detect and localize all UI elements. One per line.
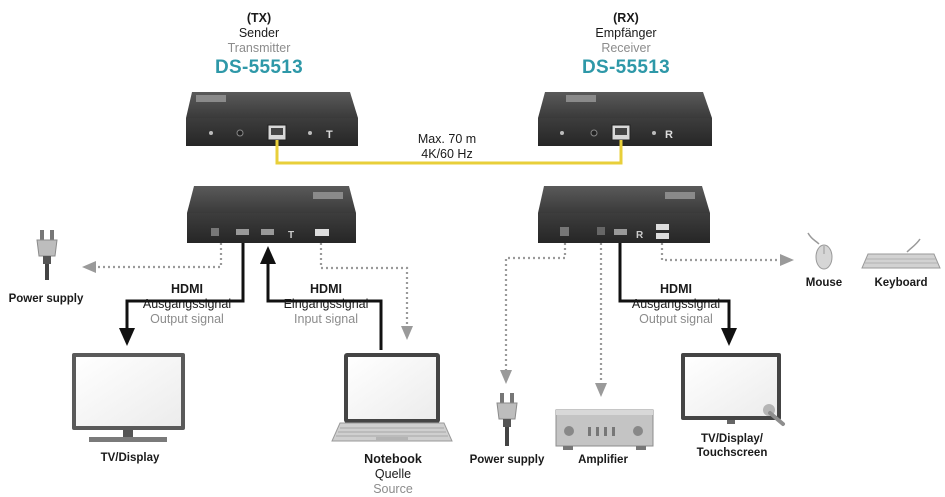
touchscreen-label: TV/Display/ Touchscreen bbox=[680, 432, 784, 460]
rx-output-label: HDMI Ausgangssignal Output signal bbox=[622, 282, 730, 327]
mouse-icon bbox=[807, 232, 833, 270]
rx-audio-port bbox=[597, 227, 605, 235]
tx-name-en: Transmitter bbox=[227, 41, 291, 55]
power-plug-right-icon bbox=[496, 393, 518, 446]
amplifier-label: Amplifier bbox=[555, 453, 651, 467]
rx-role: (RX) bbox=[613, 11, 639, 25]
link-resolution: 4K/60 Hz bbox=[421, 147, 473, 161]
notebook-de: Quelle bbox=[374, 467, 412, 481]
power-supply-right-text: Power supply bbox=[469, 454, 545, 466]
rx-model: DS-55513 bbox=[582, 57, 670, 78]
svg-text:T: T bbox=[326, 129, 333, 141]
amplifier-icon bbox=[555, 409, 654, 450]
tx-usb-line bbox=[319, 243, 409, 326]
power-supply-left-text: Power supply bbox=[8, 293, 84, 305]
tx-front-unit: T bbox=[186, 92, 358, 146]
amplifier-text: Amplifier bbox=[578, 454, 628, 466]
svg-text:T: T bbox=[288, 230, 294, 241]
touchscreen-display-icon bbox=[681, 353, 785, 426]
tx-hdmi-in-port bbox=[261, 229, 274, 235]
tx-rear-unit: T bbox=[187, 186, 356, 243]
dotted-links bbox=[96, 243, 780, 383]
rx-power-line bbox=[504, 243, 567, 370]
tv-display-icon bbox=[72, 353, 185, 442]
notebook-en: Source bbox=[373, 482, 413, 496]
tx-hdmi-in-line bbox=[266, 262, 383, 350]
rx-hdmi-out-port bbox=[614, 229, 627, 235]
tx-output-en: Output signal bbox=[150, 312, 224, 326]
power-plug-left-icon bbox=[36, 230, 58, 280]
cat-cable bbox=[275, 140, 623, 165]
svg-text:R: R bbox=[665, 129, 673, 141]
tx-role: (TX) bbox=[246, 11, 272, 25]
tx-output-title: HDMI bbox=[171, 282, 203, 296]
rx-usb-line bbox=[660, 243, 780, 262]
dotted-arrowheads bbox=[82, 254, 794, 397]
solid-links bbox=[125, 243, 731, 350]
notebook-title: Notebook bbox=[364, 452, 422, 466]
tx-output-de: Ausgangssignal bbox=[142, 297, 232, 311]
tx-input-de: Eingangssignal bbox=[283, 297, 369, 311]
notebook-label: Notebook Quelle Source bbox=[343, 452, 443, 497]
svg-text:R: R bbox=[636, 230, 644, 241]
rx-usb-port-1 bbox=[656, 224, 669, 230]
rx-name-de: Empfänger bbox=[595, 26, 657, 40]
solid-arrowheads bbox=[119, 246, 737, 346]
power-supply-left-label: Power supply bbox=[0, 292, 92, 306]
touchscreen-line1: TV/Display/ bbox=[701, 433, 763, 445]
keyboard-icon bbox=[861, 238, 941, 269]
notebook-icon bbox=[331, 353, 453, 442]
tx-power-port bbox=[211, 228, 219, 236]
touchscreen-line2: Touchscreen bbox=[696, 447, 768, 459]
rx-output-en: Output signal bbox=[639, 312, 713, 326]
rx-power-port bbox=[560, 227, 569, 236]
tx-hdmi-out-line bbox=[125, 243, 245, 330]
rx-name-en: Receiver bbox=[601, 41, 651, 55]
rx-usb-port-2 bbox=[656, 233, 669, 239]
rx-hdmi-out-line bbox=[618, 243, 731, 330]
rx-front-unit: R bbox=[538, 92, 712, 146]
tv-display-label: TV/Display bbox=[80, 451, 180, 465]
mouse-text: Mouse bbox=[805, 277, 843, 289]
rx-rear-unit: R bbox=[538, 186, 710, 243]
tx-usb-port bbox=[315, 229, 329, 236]
tx-hdmi-out-port bbox=[236, 229, 249, 235]
tx-power-line bbox=[96, 243, 223, 269]
rx-header: (RX) Empfänger Receiver DS-55513 bbox=[566, 11, 686, 80]
tx-input-title: HDMI bbox=[310, 282, 342, 296]
link-distance: Max. 70 m bbox=[417, 132, 477, 146]
tx-model: DS-55513 bbox=[215, 57, 303, 78]
tx-name-de: Sender bbox=[238, 26, 280, 40]
mouse-label: Mouse bbox=[796, 276, 852, 290]
rx-output-de: Ausgangssignal bbox=[631, 297, 721, 311]
tx-input-label: HDMI Eingangssignal Input signal bbox=[272, 282, 380, 327]
tv-display-text: TV/Display bbox=[100, 452, 160, 464]
tx-header: (TX) Sender Transmitter DS-55513 bbox=[199, 11, 319, 80]
keyboard-text: Keyboard bbox=[874, 277, 928, 289]
keyboard-label: Keyboard bbox=[866, 276, 936, 290]
tx-output-label: HDMI Ausgangssignal Output signal bbox=[133, 282, 241, 327]
power-supply-right-label: Power supply bbox=[466, 453, 548, 467]
tx-input-en: Input signal bbox=[294, 312, 358, 326]
rx-output-title: HDMI bbox=[660, 282, 692, 296]
link-spec: Max. 70 m 4K/60 Hz bbox=[397, 132, 497, 162]
